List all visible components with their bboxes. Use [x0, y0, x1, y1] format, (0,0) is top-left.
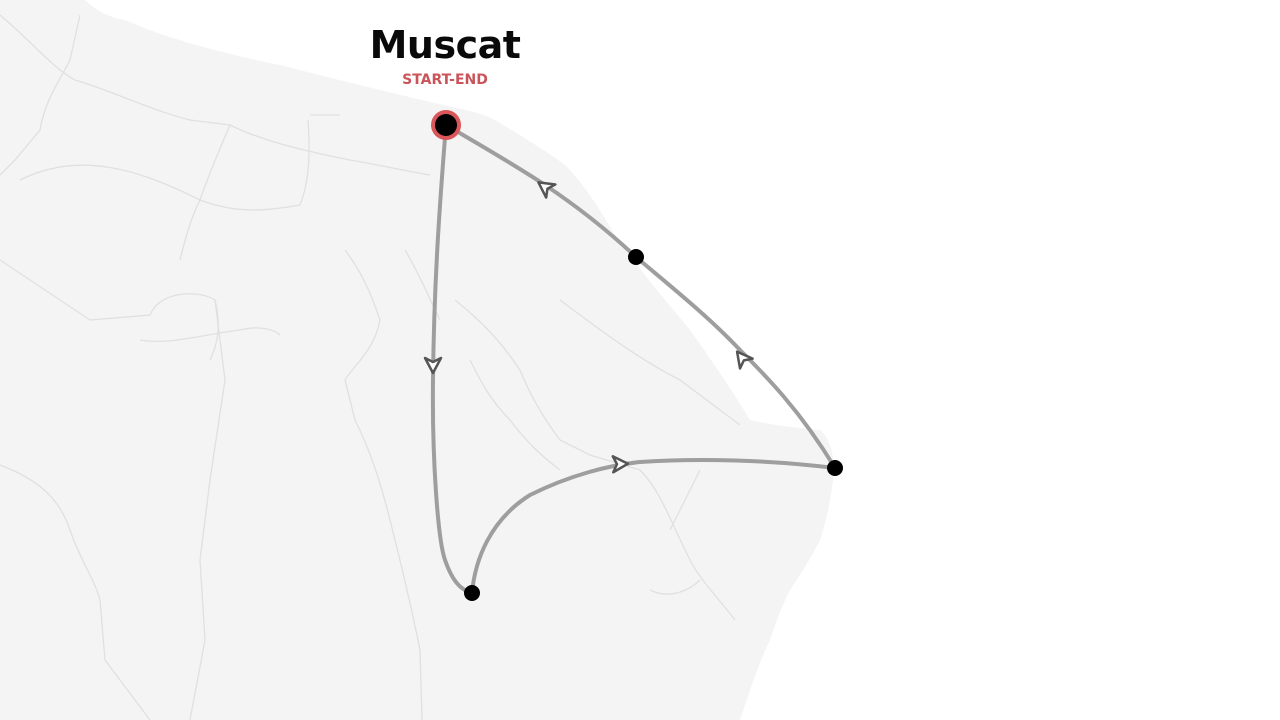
land-mass: [0, 0, 834, 720]
route-segment-east-coast: [634, 255, 837, 470]
road-network: [0, 14, 741, 720]
start-end-tag: START-END: [402, 72, 488, 88]
start-marker-dot[interactable]: [435, 114, 457, 136]
start-label: Muscat START-END: [345, 22, 545, 90]
arrow-icon: [423, 356, 443, 375]
arrow-icon: [611, 454, 630, 474]
stop-marker-east[interactable]: [827, 460, 843, 476]
arrow-icon: [735, 350, 754, 370]
route-stops: [431, 110, 843, 601]
route-segment-muscat-south: [430, 123, 474, 595]
direction-arrows: [423, 181, 754, 474]
stop-marker-south[interactable]: [464, 585, 480, 601]
stop-marker-coast[interactable]: [628, 249, 644, 265]
arrow-icon: [537, 181, 557, 199]
city-name: Muscat: [369, 23, 521, 67]
route-segment-south-east: [470, 458, 837, 595]
